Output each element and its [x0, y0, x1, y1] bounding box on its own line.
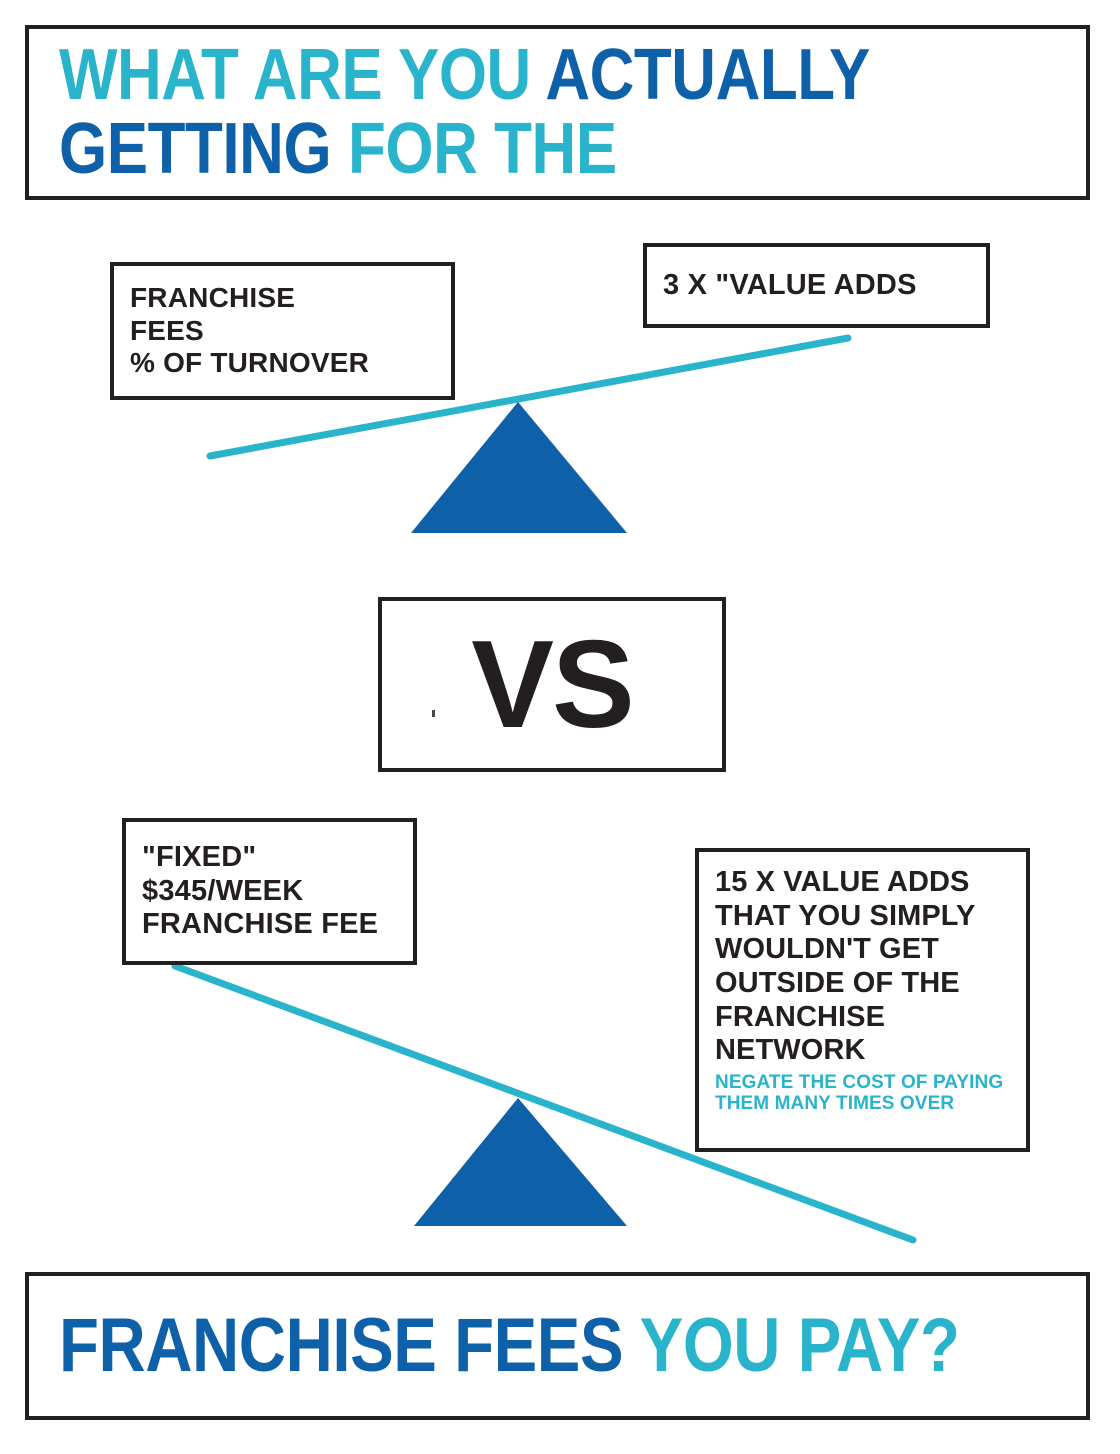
footer-line: FRANCHISE FEES YOU PAY? — [59, 1307, 960, 1385]
versus-box: VS — [378, 597, 726, 772]
header-line-2-part-1: GETTING — [59, 108, 348, 189]
header-line-1: WHAT ARE YOU ACTUALLY — [59, 38, 916, 112]
label-value-adds-15: 15 X VALUE ADDS THAT YOU SIMPLY WOULDN'T… — [715, 866, 976, 1067]
versus-label: VS — [471, 615, 634, 754]
label-box-fixed-fee: "FIXED" $345/WEEK FRANCHISE FEE — [122, 818, 417, 965]
footer-part-2: YOU PAY? — [639, 1303, 960, 1389]
header-line-1-part-1: WHAT ARE YOU — [59, 35, 546, 116]
label-fixed-fee: "FIXED" $345/WEEK FRANCHISE FEE — [142, 840, 379, 941]
label-franchise-fees: FRANCHISE FEES % OF TURNOVER — [130, 281, 370, 379]
label-value-adds-3: 3 X "VALUE ADDS — [663, 268, 917, 301]
bottom-fulcrum-triangle — [414, 1098, 627, 1226]
header-banner: WHAT ARE YOU ACTUALLY GETTING FOR THE — [25, 25, 1090, 200]
label-value-adds-15-sub: NEGATE THE COST OF PAYING THEM MANY TIME… — [715, 1071, 1004, 1115]
label-box-franchise-fees: FRANCHISE FEES % OF TURNOVER — [110, 262, 455, 400]
label-box-value-adds-3: 3 X "VALUE ADDS — [643, 243, 990, 328]
footer-part-1: FRANCHISE FEES — [59, 1303, 640, 1389]
header-text-block: WHAT ARE YOU ACTUALLY GETTING FOR THE — [29, 38, 1086, 186]
header-line-1-part-2: ACTUALLY — [545, 35, 870, 116]
footer-text-block: FRANCHISE FEES YOU PAY? — [29, 1307, 1086, 1385]
ink-speck-artifact — [432, 710, 435, 717]
label-box-value-adds-15: 15 X VALUE ADDS THAT YOU SIMPLY WOULDN'T… — [695, 848, 1030, 1152]
footer-banner: FRANCHISE FEES YOU PAY? — [25, 1272, 1090, 1420]
header-line-2-part-2: FOR THE — [347, 108, 617, 189]
header-line-2: GETTING FOR THE — [59, 112, 916, 186]
top-fulcrum-triangle — [411, 402, 627, 533]
